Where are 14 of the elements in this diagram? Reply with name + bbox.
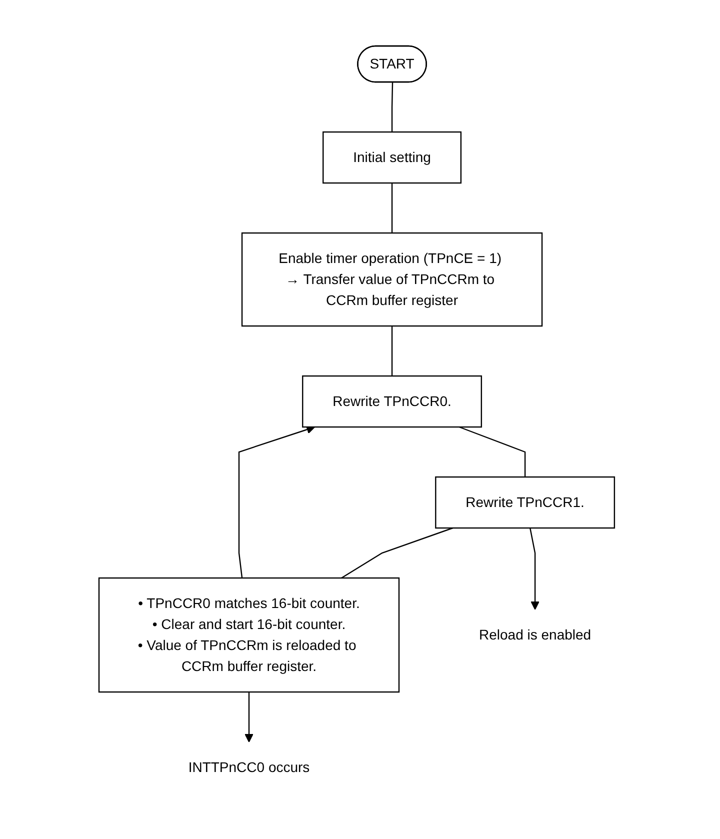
node-text: INTTPnCC0 occurs [188,759,310,775]
arrow [529,528,540,610]
node-box: • TPnCCR0 matches 16-bit counter. • Clear and start 16-bit counter. • Value of TPnCCRm is reloaded to CCRm buffer register. [98,577,400,693]
node-text: Reload is enabled [478,626,592,642]
node-box: Enable timer operation (TPnCE = 1) → Transfer value of TPnCCRm to CCRm buffer register [241,232,543,327]
connector [391,82,394,132]
node-box: Initial setting [322,131,462,184]
node-box: Rewrite TPnCCR0. [302,375,482,428]
connector [391,183,393,233]
connector [341,527,453,579]
connector [458,426,526,477]
node-box: Rewrite TPnCCR1. [435,476,615,529]
connector [391,326,393,376]
arrow [244,692,254,742]
